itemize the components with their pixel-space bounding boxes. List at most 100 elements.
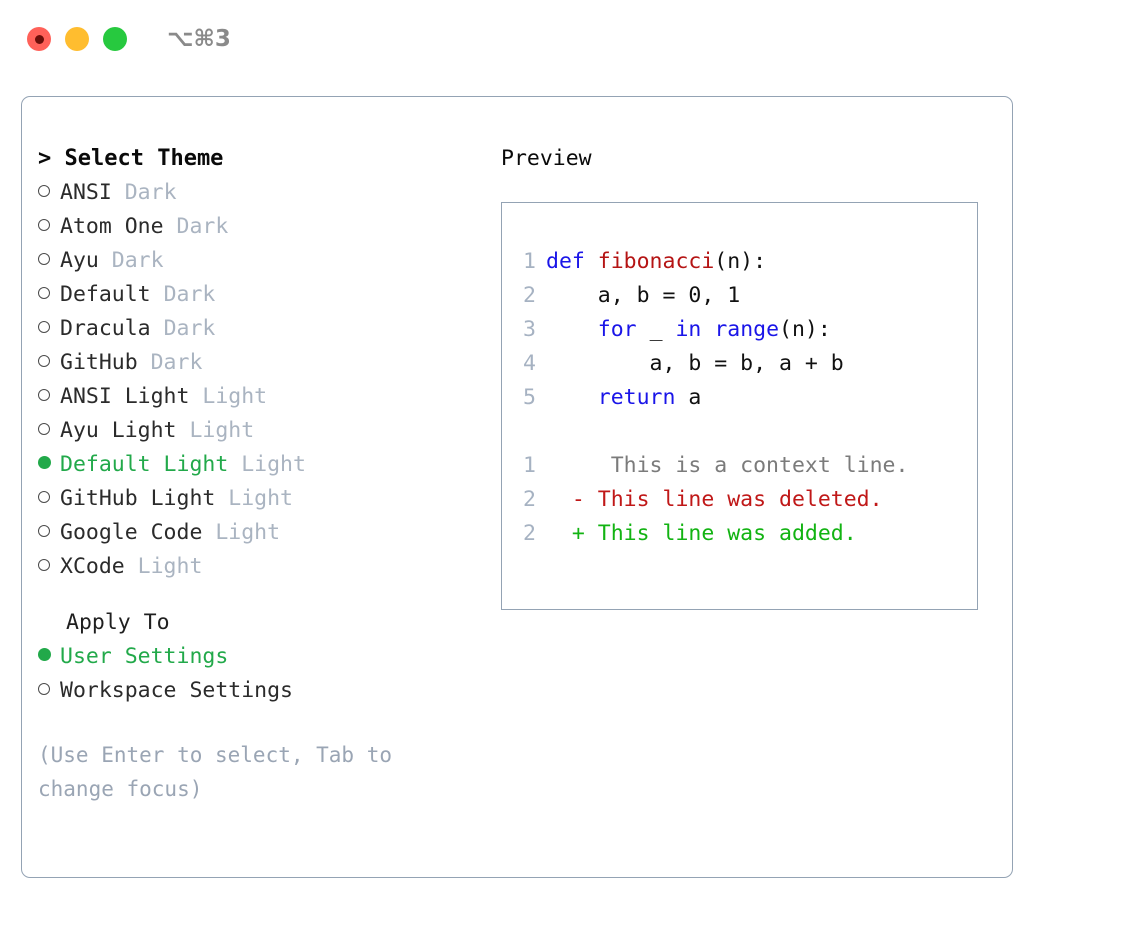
theme-name: Dracula <box>60 316 164 341</box>
code-token-kw: def <box>546 249 598 274</box>
theme-list-item[interactable]: Ayu Dark <box>38 244 478 278</box>
radio-ring <box>38 355 50 367</box>
theme-name: Default <box>60 282 164 307</box>
theme-kind-badge: Light <box>137 554 203 579</box>
theme-list-item[interactable]: ANSI Light Light <box>38 380 478 414</box>
preview-spacer <box>502 415 977 449</box>
diff-line: 2 - This line was deleted. <box>502 483 977 517</box>
theme-list-item[interactable]: Atom One Dark <box>38 210 478 244</box>
diff-sample: 1 This is a context line.2 - This line w… <box>502 449 977 551</box>
theme-list-item[interactable]: Default Dark <box>38 278 478 312</box>
theme-list-item[interactable]: GitHub Light Light <box>38 482 478 516</box>
traffic-light-group <box>27 27 127 51</box>
keyboard-shortcut-label: ⌥⌘3 <box>167 26 231 52</box>
theme-kind-badge: Dark <box>124 180 177 205</box>
theme-list-item[interactable]: GitHub Dark <box>38 346 478 380</box>
theme-list-item[interactable]: Ayu Light Light <box>38 414 478 448</box>
code-token-kw: in <box>675 317 702 342</box>
theme-name: Default Light <box>60 452 242 477</box>
theme-list-item[interactable]: Dracula Dark <box>38 312 478 346</box>
theme-list-item[interactable]: XCode Light <box>38 550 478 584</box>
radio-unselected-icon[interactable] <box>38 482 60 516</box>
theme-name: ANSI <box>60 180 125 205</box>
diff-line-number: 1 <box>523 453 536 478</box>
code-token-plain <box>546 385 598 410</box>
radio-unselected-icon[interactable] <box>38 176 60 210</box>
code-line-text: return a <box>546 381 702 415</box>
recording-indicator-dot <box>34 34 44 44</box>
radio-selected-icon[interactable] <box>38 448 60 482</box>
code-token-kw: for <box>597 317 637 342</box>
radio-unselected-icon[interactable] <box>38 516 60 550</box>
radio-selected-icon[interactable] <box>38 640 60 674</box>
theme-name: GitHub <box>60 350 151 375</box>
minimize-window-button[interactable] <box>65 27 89 51</box>
radio-ring <box>38 683 50 695</box>
title-bar: ⌥⌘3 <box>0 0 1140 78</box>
radio-unselected-icon[interactable] <box>38 550 60 584</box>
theme-kind-badge: Light <box>215 520 281 545</box>
diff-line: 1 This is a context line. <box>502 449 977 483</box>
theme-name: Ayu <box>60 248 112 273</box>
theme-name: Google Code <box>60 520 216 545</box>
radio-ring <box>38 525 50 537</box>
diff-line-text-add: + This line was added. <box>546 521 857 546</box>
theme-kind-badge: Dark <box>176 214 229 239</box>
code-token-kw: range <box>714 317 780 342</box>
diff-line-text-ctx: This is a context line. <box>546 453 909 478</box>
radio-ring <box>38 559 50 571</box>
radio-unselected-icon[interactable] <box>38 278 60 312</box>
code-line-text: a, b = 0, 1 <box>546 279 740 313</box>
radio-unselected-icon[interactable] <box>38 674 60 708</box>
radio-dot <box>38 456 51 469</box>
code-line: 4 a, b = b, a + b <box>502 347 977 381</box>
apply-to-option[interactable]: User Settings <box>38 640 478 674</box>
apply-to-option[interactable]: Workspace Settings <box>38 674 478 708</box>
radio-unselected-icon[interactable] <box>38 414 60 448</box>
theme-kind-badge: Light <box>241 452 306 477</box>
code-line: 2 a, b = 0, 1 <box>502 279 977 313</box>
code-token-plain <box>546 317 598 342</box>
theme-list-item[interactable]: Default Light Light <box>38 448 478 482</box>
code-token-plain: _ <box>636 317 676 342</box>
code-line: 5 return a <box>502 381 977 415</box>
radio-ring <box>38 491 50 503</box>
radio-unselected-icon[interactable] <box>38 210 60 244</box>
diff-line: 2 + This line was added. <box>502 517 977 551</box>
radio-unselected-icon[interactable] <box>38 346 60 380</box>
maximize-window-button[interactable] <box>103 27 127 51</box>
theme-name: ANSI Light <box>60 384 203 409</box>
theme-kind-badge: Dark <box>150 350 203 375</box>
radio-ring <box>38 253 50 265</box>
close-window-button[interactable] <box>27 27 51 51</box>
theme-list-item[interactable]: ANSI Dark <box>38 176 478 210</box>
radio-unselected-icon[interactable] <box>38 380 60 414</box>
code-line-number: 4 <box>523 351 536 376</box>
code-line-number: 5 <box>523 385 536 410</box>
code-line: 3 for _ in range(n): <box>502 313 977 347</box>
theme-kind-badge: Light <box>228 486 294 511</box>
theme-kind-badge: Light <box>202 384 268 409</box>
radio-unselected-icon[interactable] <box>38 244 60 278</box>
code-token-plain: (n): <box>714 249 767 274</box>
theme-name: XCode <box>60 554 138 579</box>
theme-name: Atom One <box>60 214 177 239</box>
code-token-plain <box>701 317 714 342</box>
radio-ring <box>38 185 50 197</box>
code-line-text: for _ in range(n): <box>546 313 831 347</box>
code-line-number: 2 <box>523 283 536 308</box>
theme-list-item[interactable]: Google Code Light <box>38 516 478 550</box>
theme-name: GitHub Light <box>60 486 229 511</box>
code-line-text: a, b = b, a + b <box>546 347 844 381</box>
radio-unselected-icon[interactable] <box>38 312 60 346</box>
radio-ring <box>38 423 50 435</box>
diff-line-number: 2 <box>523 521 536 546</box>
code-token-plain: a, b = b, a + b <box>546 351 844 376</box>
